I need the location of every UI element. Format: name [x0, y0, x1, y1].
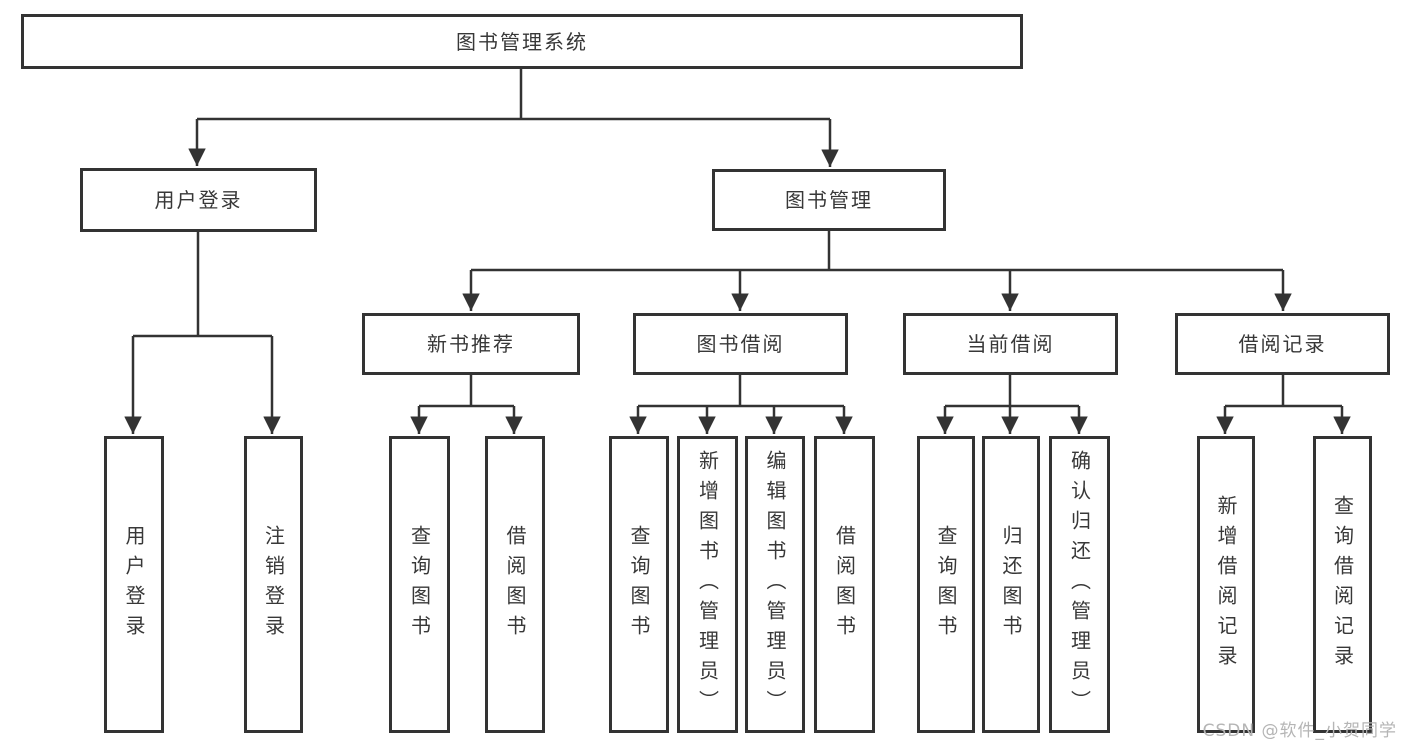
- node-label: 新增借阅记录: [1214, 494, 1238, 675]
- node-label: 查询借阅记录: [1330, 494, 1355, 675]
- leaf-query-books-current: 查询图书: [917, 436, 975, 733]
- node-current-borrowing: 当前借阅: [903, 313, 1118, 375]
- node-label: 借阅图书: [503, 524, 527, 645]
- node-book-borrowing: 图书借阅: [633, 313, 848, 375]
- node-label: 新增图书（管理员）: [695, 449, 720, 720]
- node-label: 查询图书: [627, 524, 651, 645]
- edge-root-trunk: [197, 69, 830, 121]
- node-label: 当前借阅: [966, 332, 1055, 356]
- edge-book-mgmt-trunk: [471, 231, 1283, 272]
- edge-borrow-records-trunk: [1225, 375, 1342, 408]
- leaf-borrow-books-recommend: 借阅图书: [485, 436, 545, 733]
- edge-current-borrowing-trunk: [945, 375, 1079, 408]
- node-label: 注销登录: [261, 524, 286, 645]
- node-label: 新书推荐: [427, 332, 515, 356]
- node-label: 归还图书: [999, 524, 1023, 645]
- edge-new-book-trunk: [419, 375, 514, 408]
- leaf-query-borrow-record: 查询借阅记录: [1313, 436, 1372, 733]
- leaf-user-login: 用户登录: [104, 436, 164, 733]
- csdn-watermark: CSDN @软件_小贺同学: [1202, 721, 1397, 741]
- leaf-query-books-borrowing: 查询图书: [609, 436, 669, 733]
- node-label: 查询图书: [934, 524, 958, 645]
- node-label: 图书管理系统: [456, 29, 588, 54]
- node-label: 编辑图书（管理员）: [763, 449, 787, 720]
- node-label: 查询图书: [407, 524, 432, 645]
- node-label: 图书借阅: [696, 332, 785, 356]
- leaf-add-borrow-record: 新增借阅记录: [1197, 436, 1255, 733]
- leaf-return-books: 归还图书: [982, 436, 1040, 733]
- leaf-borrow-books: 借阅图书: [814, 436, 875, 733]
- leaf-logout: 注销登录: [244, 436, 303, 733]
- edge-user-login-trunk: [133, 232, 272, 338]
- node-label: 借阅图书: [832, 524, 857, 645]
- node-new-book-recommend: 新书推荐: [362, 313, 580, 375]
- node-book-management: 图书管理: [712, 169, 946, 231]
- edge-book-borrowing-trunk: [638, 375, 844, 408]
- node-label: 借阅记录: [1238, 332, 1327, 356]
- leaf-confirm-return-admin: 确认归还（管理员）: [1049, 436, 1110, 733]
- leaf-query-books-recommend: 查询图书: [389, 436, 450, 733]
- leaf-edit-books-admin: 编辑图书（管理员）: [745, 436, 805, 733]
- node-borrow-records: 借阅记录: [1175, 313, 1390, 375]
- node-label: 确认归还（管理员）: [1067, 449, 1092, 720]
- node-label: 图书管理: [785, 188, 873, 212]
- node-label: 用户登录: [122, 524, 146, 645]
- node-label: 用户登录: [154, 188, 243, 212]
- leaf-add-books-admin: 新增图书（管理员）: [677, 436, 738, 733]
- node-library-system: 图书管理系统: [21, 14, 1023, 69]
- node-user-login: 用户登录: [80, 168, 317, 232]
